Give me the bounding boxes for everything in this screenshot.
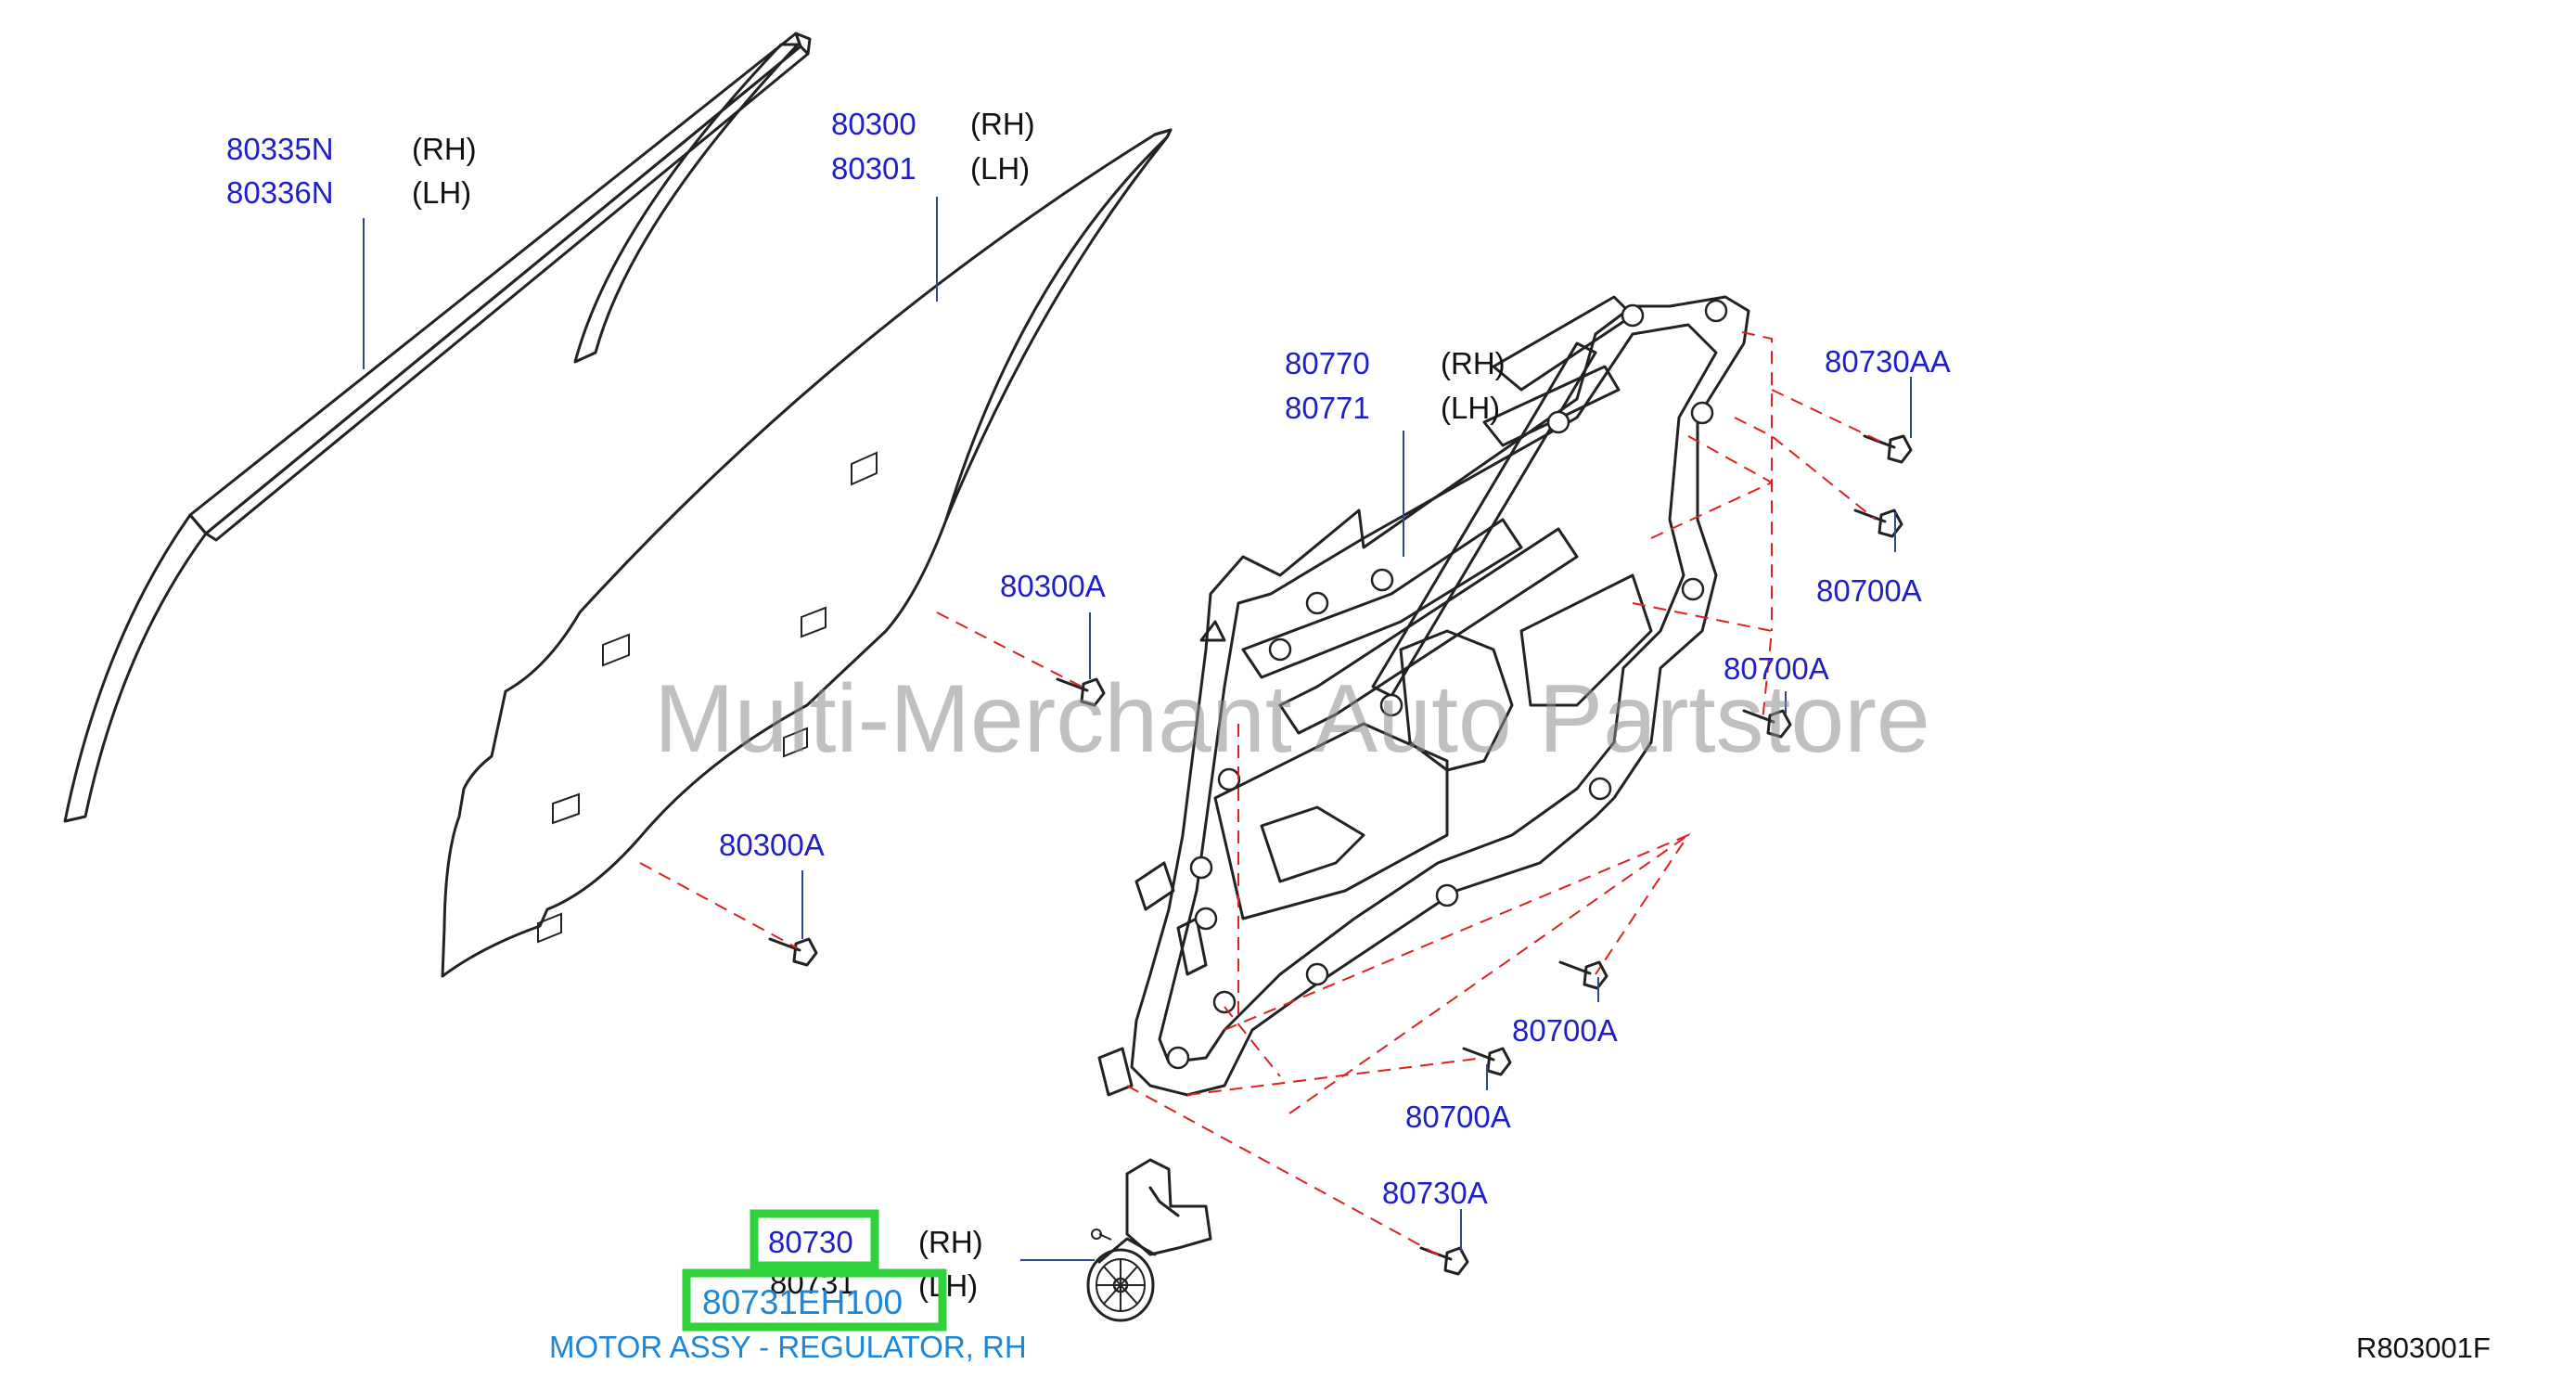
side-rh: (RH): [1441, 346, 1506, 380]
part-caption: MOTOR ASSY - REGULATOR, RH: [549, 1330, 1027, 1364]
label-80301[interactable]: 80301: [831, 151, 916, 186]
door-glass: [441, 128, 1173, 978]
dashed-guides: [639, 331, 1886, 1258]
fasteners: [768, 434, 1913, 1276]
window-run-channel: [63, 32, 812, 823]
highlight-80730: [750, 1209, 879, 1270]
label-80700A-mid-right[interactable]: 80700A: [1724, 651, 1829, 686]
diagram-reference: R803001F: [2356, 1332, 2491, 1364]
window-regulator: [1097, 295, 1750, 1097]
side-lh: (LH): [970, 151, 1030, 186]
label-80300A-lower[interactable]: 80300A: [719, 828, 825, 862]
label-80730[interactable]: 80730: [768, 1225, 853, 1259]
label-80730A[interactable]: 80730A: [1382, 1176, 1488, 1210]
label-80700A-lower[interactable]: 80700A: [1512, 1013, 1618, 1048]
label-80770[interactable]: 80770: [1285, 346, 1370, 380]
label-80335N[interactable]: 80335N: [226, 132, 334, 166]
side-rh: (RH): [412, 132, 477, 166]
label-80730AA[interactable]: 80730AA: [1825, 344, 1951, 379]
label-80771[interactable]: 80771: [1285, 391, 1370, 425]
label-80700A-upper-right[interactable]: 80700A: [1816, 573, 1922, 608]
label-80336N[interactable]: 80336N: [226, 175, 334, 210]
side-lh: (LH): [412, 175, 471, 210]
label-80700A-bottom[interactable]: 80700A: [1405, 1100, 1511, 1134]
side-rh: (RH): [970, 107, 1035, 141]
side-lh: (LH): [1441, 391, 1500, 425]
label-80300A-upper[interactable]: 80300A: [1000, 569, 1106, 603]
leader-lines: [363, 197, 1912, 1261]
regulator-motor: [1086, 1158, 1212, 1322]
highlight-80731EH100: [682, 1268, 947, 1332]
label-80731EH100[interactable]: 80731EH100: [702, 1283, 903, 1321]
label-80300[interactable]: 80300: [831, 107, 916, 141]
side-rh: (RH): [918, 1225, 983, 1259]
watermark: Multi-Merchant Auto Partstore: [654, 665, 1930, 773]
